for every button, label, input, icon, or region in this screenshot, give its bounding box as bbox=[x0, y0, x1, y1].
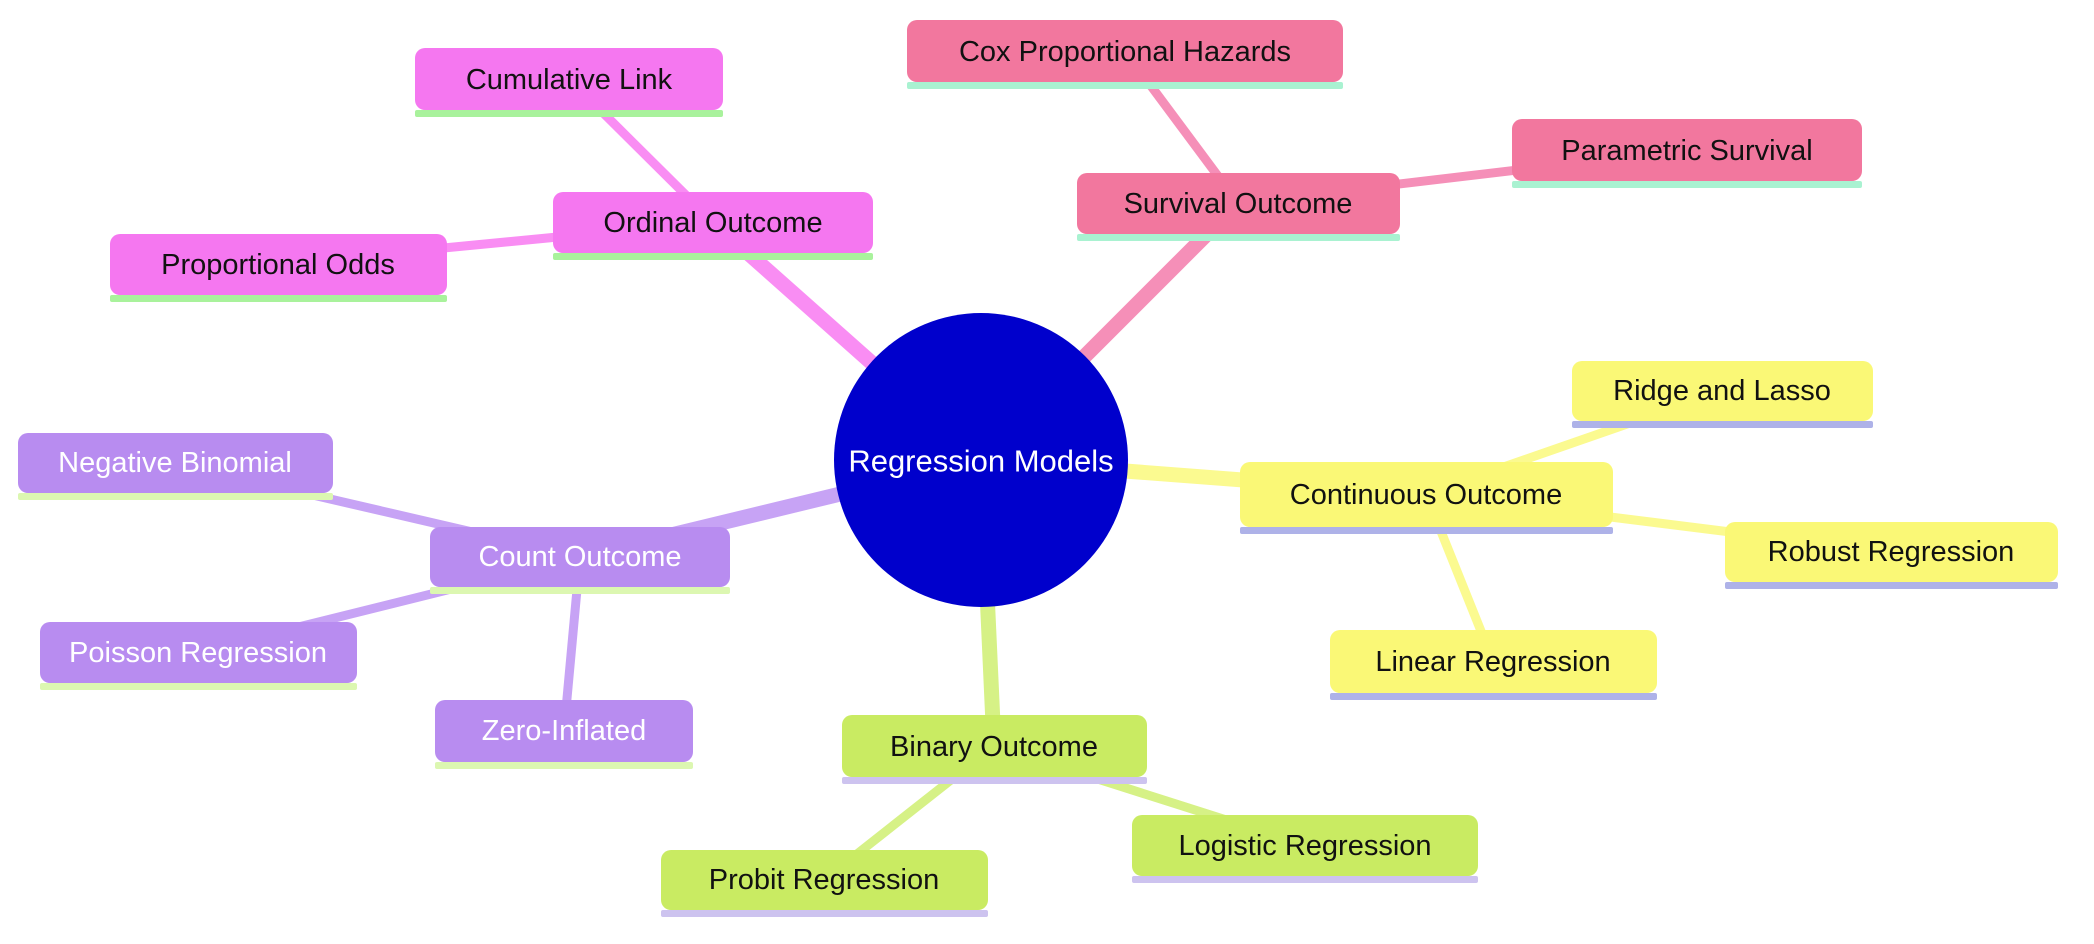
node-ridge-and-lasso: Ridge and Lasso bbox=[1572, 361, 1873, 428]
node-underline-cumulative-link bbox=[415, 110, 723, 117]
node-box-negative-binomial bbox=[18, 433, 333, 493]
node-label-survival-outcome: Survival Outcome bbox=[1124, 188, 1353, 220]
node-regression-models-root: Regression Models bbox=[834, 313, 1128, 607]
node-underline-logistic-regression bbox=[1132, 876, 1478, 883]
node-underline-robust-regression bbox=[1725, 582, 2058, 589]
node-proportional-odds: Proportional Odds bbox=[110, 234, 447, 302]
node-box-zero-inflated bbox=[435, 700, 693, 762]
node-parametric-survival: Parametric Survival bbox=[1512, 119, 1862, 188]
node-binary-outcome: Binary Outcome bbox=[842, 715, 1147, 784]
node-cumulative-link: Cumulative Link bbox=[415, 48, 723, 117]
node-continuous-outcome: Continuous Outcome bbox=[1240, 462, 1613, 534]
node-count-outcome: Count Outcome bbox=[430, 527, 730, 594]
node-label-cumulative-link: Cumulative Link bbox=[466, 64, 673, 96]
node-underline-ordinal-outcome bbox=[553, 253, 873, 260]
node-robust-regression: Robust Regression bbox=[1725, 522, 2058, 589]
node-box-parametric-survival bbox=[1512, 119, 1862, 181]
node-underline-binary-outcome bbox=[842, 777, 1147, 784]
node-label-robust-regression: Robust Regression bbox=[1768, 536, 2015, 568]
node-label-count-outcome: Count Outcome bbox=[478, 541, 681, 573]
node-underline-poisson-regression bbox=[40, 683, 357, 690]
node-probit-regression: Probit Regression bbox=[661, 850, 988, 917]
node-box-logistic-regression bbox=[1132, 815, 1478, 876]
node-label-negative-binomial: Negative Binomial bbox=[58, 447, 292, 479]
node-box-cumulative-link bbox=[415, 48, 723, 110]
node-label-poisson-regression: Poisson Regression bbox=[69, 637, 327, 669]
node-box-binary-outcome bbox=[842, 715, 1147, 777]
node-underline-zero-inflated bbox=[435, 762, 693, 769]
node-label-ordinal-outcome: Ordinal Outcome bbox=[603, 207, 822, 239]
node-underline-parametric-survival bbox=[1512, 181, 1862, 188]
node-underline-proportional-odds bbox=[110, 295, 447, 302]
node-underline-ridge-and-lasso bbox=[1572, 421, 1873, 428]
node-survival-outcome: Survival Outcome bbox=[1077, 173, 1400, 241]
node-zero-inflated: Zero-Inflated bbox=[435, 700, 693, 769]
node-label-cox-proportional-hazards: Cox Proportional Hazards bbox=[959, 36, 1291, 68]
node-underline-survival-outcome bbox=[1077, 234, 1400, 241]
node-underline-count-outcome bbox=[430, 587, 730, 594]
node-box-poisson-regression bbox=[40, 622, 357, 683]
node-box-ridge-and-lasso bbox=[1572, 361, 1873, 421]
node-label-continuous-outcome: Continuous Outcome bbox=[1290, 479, 1562, 511]
node-negative-binomial: Negative Binomial bbox=[18, 433, 333, 500]
node-box-probit-regression bbox=[661, 850, 988, 910]
root-circle bbox=[834, 313, 1128, 607]
node-label-probit-regression: Probit Regression bbox=[709, 864, 940, 896]
node-cox-proportional-hazards: Cox Proportional Hazards bbox=[907, 20, 1343, 89]
node-logistic-regression: Logistic Regression bbox=[1132, 815, 1478, 883]
node-underline-linear-regression bbox=[1330, 693, 1657, 700]
node-underline-probit-regression bbox=[661, 910, 988, 917]
node-ordinal-outcome: Ordinal Outcome bbox=[553, 192, 873, 260]
node-box-count-outcome bbox=[430, 527, 730, 587]
node-box-survival-outcome bbox=[1077, 173, 1400, 234]
node-label-proportional-odds: Proportional Odds bbox=[161, 249, 395, 281]
node-label-parametric-survival: Parametric Survival bbox=[1561, 135, 1812, 167]
node-label-ridge-and-lasso: Ridge and Lasso bbox=[1613, 375, 1831, 407]
root-label: Regression Models bbox=[848, 444, 1113, 479]
node-underline-cox-proportional-hazards bbox=[907, 82, 1343, 89]
node-poisson-regression: Poisson Regression bbox=[40, 622, 357, 690]
node-box-proportional-odds bbox=[110, 234, 447, 295]
node-label-zero-inflated: Zero-Inflated bbox=[482, 715, 646, 747]
node-linear-regression: Linear Regression bbox=[1330, 630, 1657, 700]
node-box-ordinal-outcome bbox=[553, 192, 873, 253]
node-box-linear-regression bbox=[1330, 630, 1657, 693]
node-box-cox-proportional-hazards bbox=[907, 20, 1343, 82]
node-box-robust-regression bbox=[1725, 522, 2058, 582]
node-box-continuous-outcome bbox=[1240, 462, 1613, 527]
node-label-binary-outcome: Binary Outcome bbox=[890, 731, 1098, 763]
node-underline-continuous-outcome bbox=[1240, 527, 1613, 534]
node-label-logistic-regression: Logistic Regression bbox=[1178, 830, 1431, 862]
node-underline-negative-binomial bbox=[18, 493, 333, 500]
node-label-linear-regression: Linear Regression bbox=[1375, 646, 1610, 678]
